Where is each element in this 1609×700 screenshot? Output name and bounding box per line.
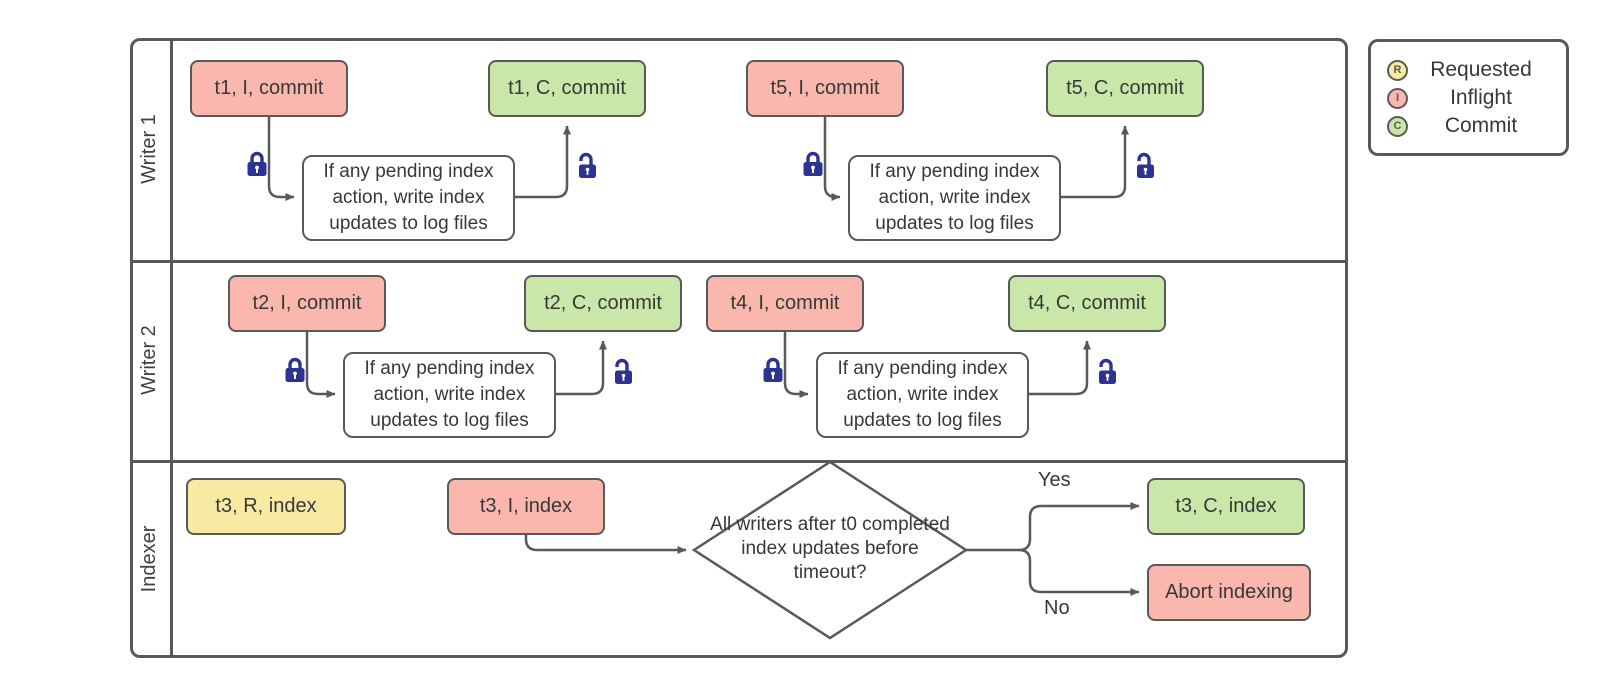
legend-label: Requested: [1430, 58, 1532, 81]
commit-state-icon: C: [1387, 115, 1408, 137]
process-box-writer1-b: If any pending index action, write index…: [848, 155, 1061, 241]
process-box-writer2-a: If any pending index action, write index…: [343, 352, 556, 438]
node-t1-commit: t1, C, commit: [488, 60, 646, 117]
connector-process-to-t5-commit: [1061, 125, 1129, 199]
closed-lock-icon: [803, 151, 823, 176]
node-abort-indexing: Abort indexing: [1147, 564, 1311, 621]
node-t3-requested: t3, R, index: [186, 478, 346, 535]
closed-lock-icon: [763, 357, 783, 382]
branch-label-yes: Yes: [1038, 469, 1071, 491]
decision-label: All writers after t0 completed index upd…: [710, 514, 950, 583]
connector-t1-inflight-to-process: [267, 117, 295, 201]
legend-label: Commit: [1444, 114, 1518, 137]
legend-item-inflight: I Inflight: [1387, 84, 1554, 112]
node-t4-inflight: t4, I, commit: [706, 275, 864, 332]
open-lock-icon: [579, 152, 596, 178]
node-t5-inflight: t5, I, commit: [746, 60, 904, 117]
connector-t3-inflight-to-decision: [524, 535, 687, 554]
requested-state-icon: R: [1387, 59, 1408, 81]
legend-item-commit: C Commit: [1387, 112, 1554, 140]
connector-t4-inflight-to-process: [783, 332, 809, 398]
node-t1-inflight: t1, I, commit: [190, 60, 348, 117]
open-lock-icon: [1137, 152, 1154, 178]
closed-lock-icon: [247, 151, 267, 176]
connector-process-to-t2-commit: [556, 340, 607, 396]
lane-separator-2: [133, 460, 1345, 463]
process-box-writer1-a: If any pending index action, write index…: [302, 155, 515, 241]
closed-lock-icon: [285, 357, 305, 382]
lane-separator-1: [133, 260, 1345, 263]
legend-label: Inflight: [1450, 86, 1512, 109]
connector-process-to-t4-commit: [1029, 340, 1091, 396]
inflight-state-icon: I: [1387, 87, 1408, 109]
legend: R Requested I Inflight C Commit: [1368, 39, 1569, 156]
connector-decision-no: [1018, 548, 1140, 596]
node-t3-commit: t3, C, index: [1147, 478, 1305, 535]
connector-process-to-t1-commit: [515, 125, 571, 199]
connector-t5-inflight-to-process: [823, 117, 841, 201]
process-box-writer2-b: If any pending index action, write index…: [816, 352, 1029, 438]
connector-t2-inflight-to-process: [305, 332, 336, 398]
branch-label-no: No: [1044, 597, 1070, 619]
node-t4-commit: t4, C, commit: [1008, 275, 1166, 332]
node-t3-inflight: t3, I, index: [447, 478, 605, 535]
decision-diamond: [691, 460, 969, 640]
open-lock-icon: [615, 358, 632, 384]
connector-decision-yes: [966, 502, 1140, 552]
lane-header-divider: [170, 41, 173, 655]
node-t2-inflight: t2, I, commit: [228, 275, 386, 332]
node-t5-commit: t5, C, commit: [1046, 60, 1204, 117]
open-lock-icon: [1099, 358, 1116, 384]
legend-item-requested: R Requested: [1387, 56, 1554, 84]
node-t2-commit: t2, C, commit: [524, 275, 682, 332]
